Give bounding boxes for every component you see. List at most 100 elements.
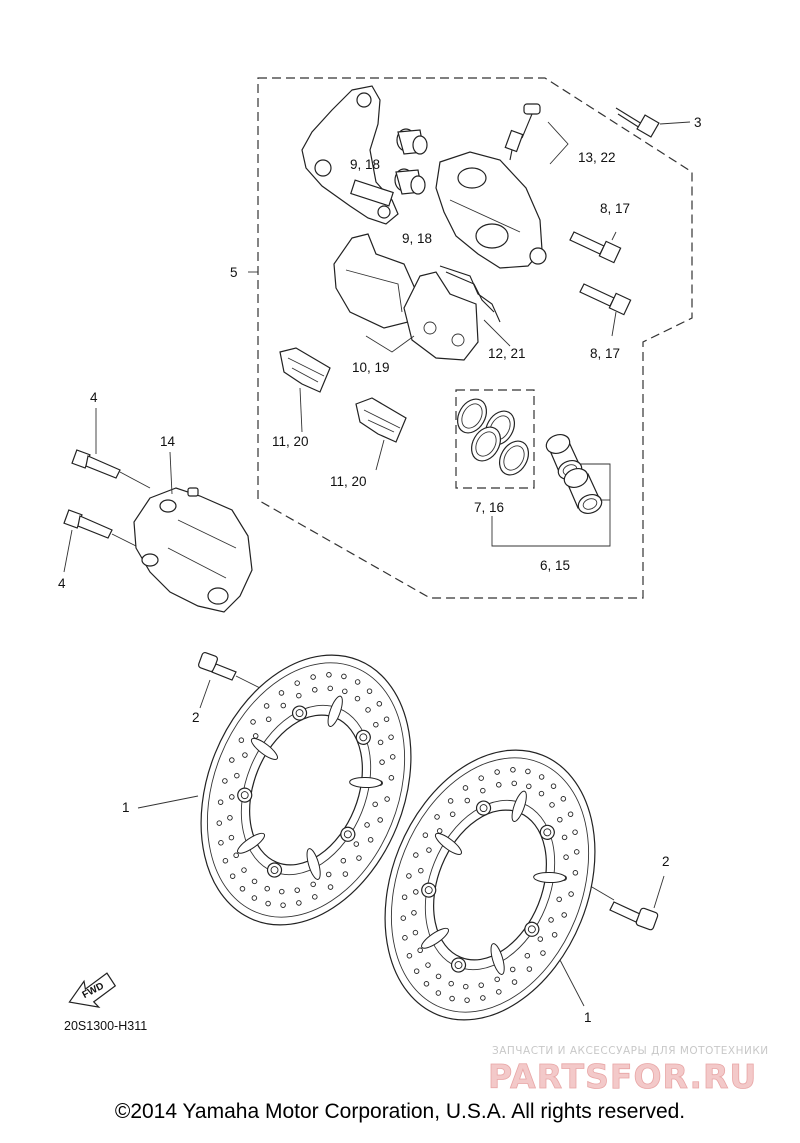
drill-hole (327, 685, 333, 692)
drill-hole (341, 673, 347, 680)
drill-hole (417, 947, 423, 954)
brake-disc-left (200, 654, 412, 926)
drill-hole (241, 867, 247, 873)
drill-hole (509, 966, 516, 973)
leader-3 (659, 121, 691, 125)
drill-hole (327, 884, 334, 890)
drill-hole (402, 935, 408, 941)
bolt-3 (615, 107, 660, 138)
drill-hole (265, 716, 272, 723)
disc-left-holes (216, 672, 396, 908)
bolt-4-lower (63, 509, 113, 539)
bleed-screw (504, 103, 541, 161)
drill-hole (567, 811, 574, 817)
disc-slot (511, 790, 527, 822)
drill-hole (229, 794, 235, 800)
leader-8b (611, 311, 617, 337)
drill-hole (548, 917, 554, 923)
disc-slot (421, 927, 450, 949)
callout-9-18-lower: 9, 18 (402, 231, 432, 246)
drill-hole (229, 873, 236, 879)
drill-hole (563, 854, 569, 860)
drill-hole (239, 886, 246, 892)
disc-bolt-upper (197, 651, 237, 681)
drill-hole (400, 915, 407, 921)
pad-clip-lower (355, 397, 407, 443)
disc-right-buttons (421, 790, 567, 975)
drill-hole (537, 936, 544, 942)
callout-8-17-lower: 8, 17 (590, 346, 620, 361)
drill-hole (538, 790, 545, 797)
callout-1-left: 1 (122, 800, 130, 815)
callout-3: 3 (694, 115, 702, 130)
disc-slot (349, 776, 383, 789)
leader-2a (199, 679, 211, 709)
pad-clip-upper (279, 347, 331, 393)
caliper-assembly (133, 487, 253, 613)
disc-button-hole (359, 733, 368, 742)
drill-hole (573, 849, 580, 855)
drill-hole (549, 802, 555, 808)
bolt-4-axis-a (119, 471, 151, 489)
leader-1a (137, 795, 199, 809)
drill-hole (372, 801, 378, 808)
drill-hole (340, 857, 347, 864)
drill-hole (222, 858, 229, 864)
drill-hole (462, 785, 469, 791)
watermark-brand: PARTSFOR.RU (488, 1057, 757, 1096)
drill-hole (572, 870, 579, 876)
drill-hole (413, 852, 419, 858)
drill-hole (312, 687, 318, 693)
drill-hole (551, 932, 558, 938)
leader-11a (299, 387, 303, 433)
drill-hole (264, 885, 270, 892)
drill-hole (511, 780, 517, 787)
drill-hole (280, 702, 287, 709)
leader-8a (611, 231, 617, 241)
drill-hole (296, 692, 302, 699)
drill-hole (377, 817, 383, 823)
drill-hole (463, 983, 469, 990)
disc-button-hole (295, 709, 304, 718)
drill-hole (376, 701, 383, 707)
disc-right-holes (400, 767, 580, 1003)
callout-6-15: 6, 15 (540, 558, 570, 573)
drill-hole (238, 737, 245, 743)
drill-hole (480, 787, 486, 794)
disc-slot (237, 832, 266, 854)
drill-hole (353, 841, 360, 847)
drill-hole (449, 995, 455, 1002)
callout-12-21: 12, 21 (488, 346, 526, 361)
drill-hole (216, 820, 223, 826)
disc-slot (327, 695, 343, 727)
drill-hole (561, 912, 567, 918)
drill-hole (406, 873, 412, 879)
drill-hole (364, 822, 370, 828)
drill-hole (448, 980, 454, 987)
caliper-body-upper (435, 151, 547, 269)
drill-hole (294, 887, 300, 893)
drill-hole (406, 953, 413, 959)
drill-hole (326, 672, 332, 678)
drill-hole (356, 855, 362, 861)
callout-1-right: 1 (584, 1010, 592, 1025)
drill-hole (294, 680, 300, 686)
drill-hole (279, 888, 285, 895)
drill-hole (234, 772, 240, 779)
drill-hole (312, 894, 318, 900)
drill-hole (464, 997, 470, 1003)
callout-7-16: 7, 16 (474, 500, 504, 515)
pin-boot-upper (396, 128, 428, 155)
drill-hole (217, 799, 224, 805)
callout-4-lower: 4 (58, 576, 66, 591)
drill-hole (435, 973, 442, 980)
drill-hole (478, 982, 484, 988)
drill-hole (242, 752, 248, 758)
drill-hole (265, 900, 271, 907)
drill-hole (538, 774, 545, 780)
brake-pad-rear (403, 271, 479, 361)
callout-10-19: 10, 19 (352, 360, 390, 375)
brake-disc-right (384, 749, 596, 1021)
drill-hole (418, 867, 424, 874)
